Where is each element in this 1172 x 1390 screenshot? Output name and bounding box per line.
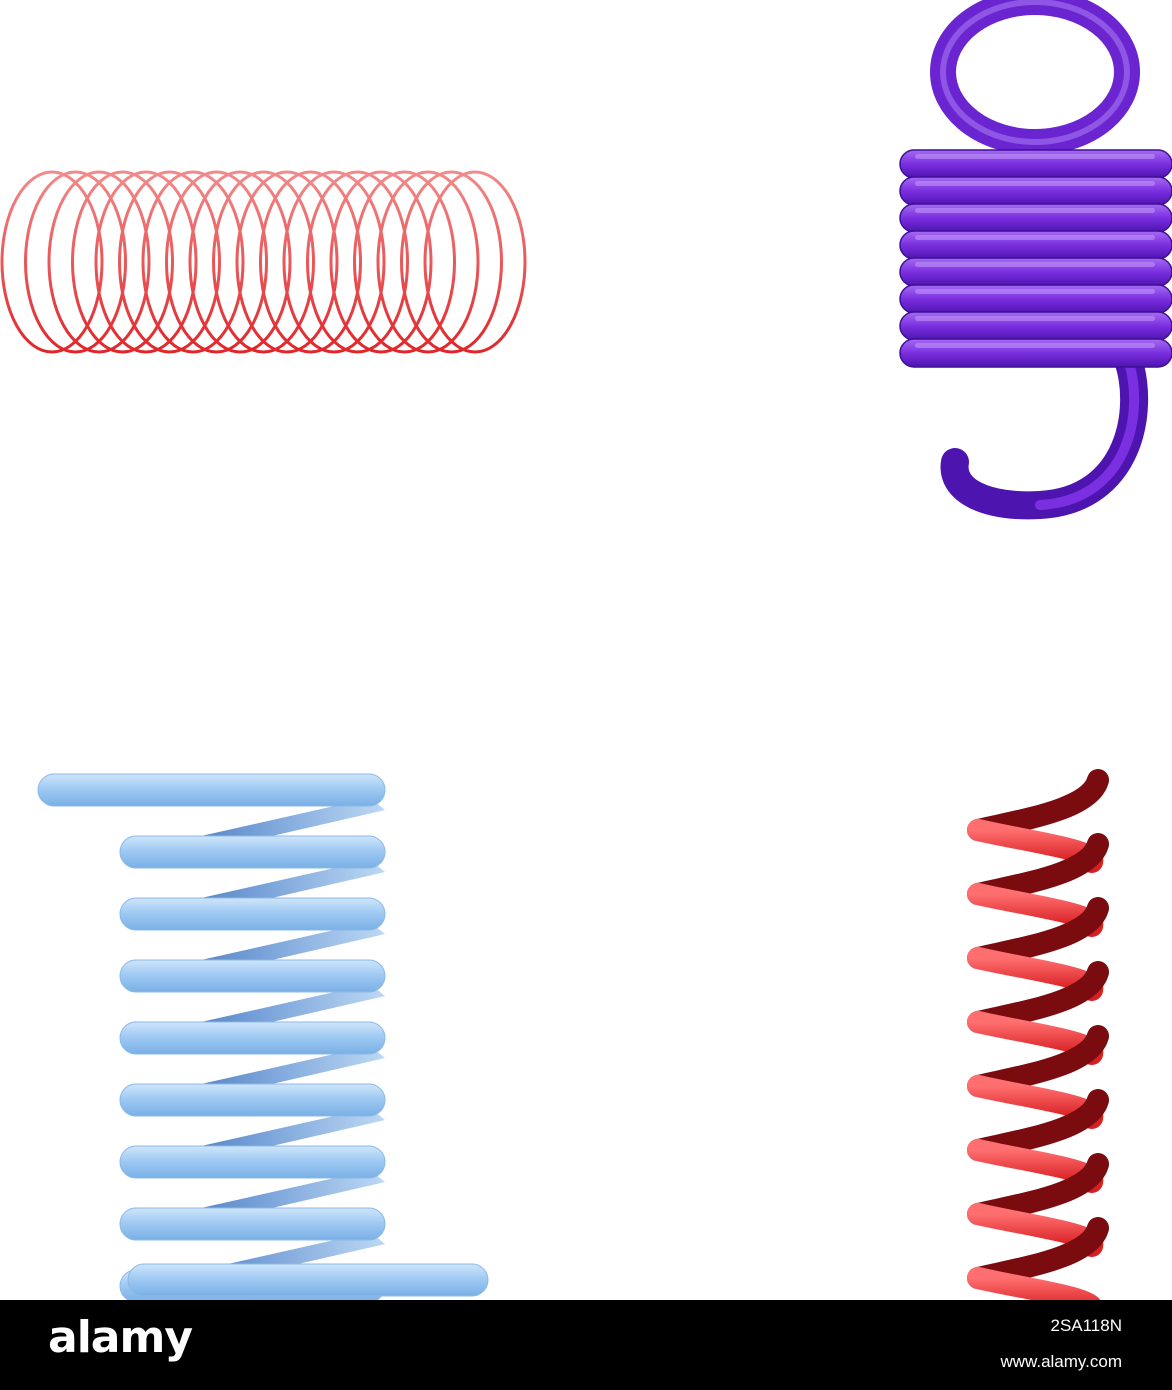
coil-bar [119,959,386,993]
slinky-coil [329,170,433,354]
slinky-coil [423,170,527,354]
coil-highlight [915,235,1155,240]
illustration-canvas [0,0,1172,1300]
coil-bar [119,1145,386,1179]
slinky-coil [400,170,503,354]
bottom-hook-highlight [1035,355,1140,510]
bottom-hook [940,346,1149,520]
site-url: www.alamy.com [1000,1352,1122,1371]
slinky-coil [212,170,315,354]
red-coil-spring [967,769,1109,1300]
slinky-coil [24,170,127,354]
coil-highlight [915,208,1155,213]
image-id: 2SA118N [1050,1316,1122,1335]
slinky-coil [47,170,151,354]
slinky-coil [165,170,268,354]
slinky-coil [376,170,480,354]
purple-extension-spring [899,0,1172,520]
coil-highlight [915,262,1155,267]
slinky-coil [282,170,386,354]
slinky-coil [94,170,198,354]
slinky-coil [306,170,409,354]
slinky-coil [188,170,292,354]
slinky-coil [118,170,221,354]
coil-highlight [915,316,1155,321]
slinky-coil [71,170,174,354]
base-bar [127,1263,489,1297]
coil-bar [119,897,386,931]
slinky-coil [141,170,245,354]
coil-bar [119,835,386,869]
coil-highlight [915,343,1155,348]
coil-bar [119,1207,386,1241]
coil-bar [37,773,386,807]
coil-highlight [915,181,1155,186]
slinky-coil [259,170,362,354]
coil-bar [119,1083,386,1117]
top-hook-highlight [940,0,1130,145]
coil-back [967,769,1109,841]
coil-highlight [915,154,1155,159]
slinky-coil [235,170,339,354]
alamy-logo: alamy [48,1312,193,1363]
red-slinky-spring [0,170,527,354]
slinky-coil [353,170,456,354]
coil-front [967,1267,1101,1300]
coil-highlight [915,289,1155,294]
stock-footer-bar: alamy 2SA118N www.alamy.com [0,1300,1172,1390]
spring-coils [899,149,1172,368]
blue-compression-spring [37,773,489,1300]
coil-bar [119,1021,386,1055]
slinky-coil [0,170,104,354]
